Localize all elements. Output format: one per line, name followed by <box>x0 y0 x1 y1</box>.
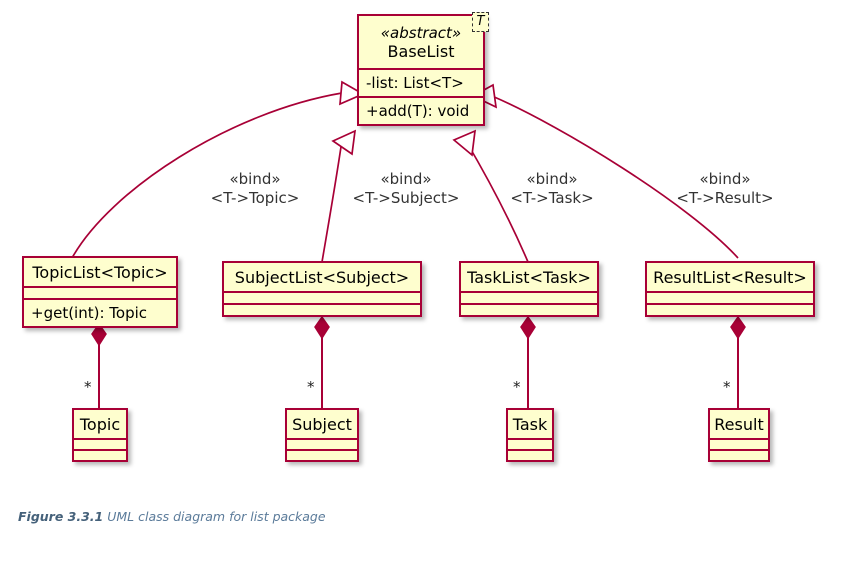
class-subject-list-attributes <box>224 291 420 303</box>
class-task-list-name: TaskList<Task> <box>467 267 591 287</box>
class-topic-name: Topic <box>79 414 121 434</box>
class-result-name: Result <box>714 414 764 434</box>
class-topic-list[interactable]: TopicList<Topic> +get(int): Topic <box>22 256 178 328</box>
class-result-list[interactable]: ResultList<Result> <box>645 261 815 317</box>
class-subject-attributes <box>287 438 357 449</box>
class-base-list-attributes: -list: List<T> <box>359 68 483 96</box>
class-result-list-operations <box>647 303 813 315</box>
class-result-list-attributes <box>647 291 813 303</box>
bind-label-result: «bind» <T->Result> <box>655 170 795 208</box>
bind-edge-topic <box>71 92 343 259</box>
figure-caption-text: UML class diagram for list package <box>107 509 326 524</box>
class-task-list-header: TaskList<Task> <box>461 263 597 291</box>
bind-edge-result <box>491 95 739 259</box>
generalization-arrow-topic <box>339 80 365 106</box>
class-task-operations <box>508 449 552 460</box>
class-result-list-name: ResultList<Result> <box>653 267 807 287</box>
class-topic-header: Topic <box>74 410 126 438</box>
class-result-list-header: ResultList<Result> <box>647 263 813 291</box>
bind-label-topic-stereotype: «bind» <box>229 170 281 188</box>
class-subject-name: Subject <box>292 414 352 434</box>
bind-label-result-parameters: <T->Result> <box>676 189 774 207</box>
composition-diamond-task <box>520 315 536 340</box>
class-topic-list-header: TopicList<Topic> <box>24 258 176 286</box>
attribute-list: -list: List<T> <box>366 74 464 92</box>
bind-label-task-stereotype: «bind» <box>526 170 578 188</box>
multiplicity-task: * <box>513 378 521 396</box>
operation-get: +get(int): Topic <box>31 304 148 322</box>
class-base-list[interactable]: «abstract» BaseList -list: List<T> +add(… <box>357 14 485 126</box>
bind-label-task-parameters: <T->Task> <box>510 189 594 207</box>
operation-add: +add(T): void <box>366 102 470 120</box>
bind-label-subject-stereotype: «bind» <box>380 170 432 188</box>
composition-diamond-result <box>730 315 746 340</box>
class-result[interactable]: Result <box>708 408 770 462</box>
class-topic-list-attributes <box>24 286 176 298</box>
bind-label-topic-parameters: <T->Topic> <box>210 189 300 207</box>
generalization-arrow-task <box>452 129 477 157</box>
bind-label-subject: «bind» <T->Subject> <box>332 170 480 208</box>
bind-label-subject-parameters: <T->Subject> <box>352 189 460 207</box>
bind-label-task: «bind» <T->Task> <box>486 170 618 208</box>
class-task-list-attributes <box>461 291 597 303</box>
class-subject-operations <box>287 449 357 460</box>
class-base-list-stereotype: «abstract» <box>380 23 462 42</box>
class-task[interactable]: Task <box>506 408 554 462</box>
class-base-list-header: «abstract» BaseList <box>359 16 483 68</box>
figure-caption: Figure 3.3.1 UML class diagram for list … <box>18 508 326 525</box>
class-task-list[interactable]: TaskList<Task> <box>459 261 599 317</box>
class-subject-list[interactable]: SubjectList<Subject> <box>222 261 422 317</box>
class-subject-list-operations <box>224 303 420 315</box>
class-topic-operations <box>74 449 126 460</box>
figure-number: Figure 3.3.1 <box>18 509 104 524</box>
composition-diamond-topic <box>91 322 107 347</box>
class-topic-attributes <box>74 438 126 449</box>
type-parameter-marker: T <box>472 12 489 32</box>
class-result-header: Result <box>710 410 768 438</box>
class-result-operations <box>710 449 768 460</box>
bind-edge-subject <box>321 139 343 263</box>
class-topic-list-operations: +get(int): Topic <box>24 298 176 326</box>
multiplicity-topic: * <box>84 378 92 396</box>
class-base-list-operations: +add(T): void <box>359 96 483 124</box>
class-task-list-operations <box>461 303 597 315</box>
multiplicity-subject: * <box>307 378 315 396</box>
class-subject[interactable]: Subject <box>285 408 359 462</box>
class-base-list-name: BaseList <box>387 41 455 61</box>
class-subject-list-header: SubjectList<Subject> <box>224 263 420 291</box>
class-task-header: Task <box>508 410 552 438</box>
class-topic[interactable]: Topic <box>72 408 128 462</box>
composition-diamond-subject <box>314 315 330 340</box>
class-subject-list-name: SubjectList<Subject> <box>234 267 410 287</box>
class-task-name: Task <box>512 414 548 434</box>
class-topic-list-name: TopicList<Topic> <box>32 262 168 282</box>
multiplicity-result: * <box>723 378 731 396</box>
generalization-arrow-subject <box>331 129 357 156</box>
class-subject-header: Subject <box>287 410 357 438</box>
bind-label-topic: «bind» <T->Topic> <box>185 170 325 208</box>
bind-label-result-stereotype: «bind» <box>699 170 751 188</box>
class-result-attributes <box>710 438 768 449</box>
class-task-attributes <box>508 438 552 449</box>
